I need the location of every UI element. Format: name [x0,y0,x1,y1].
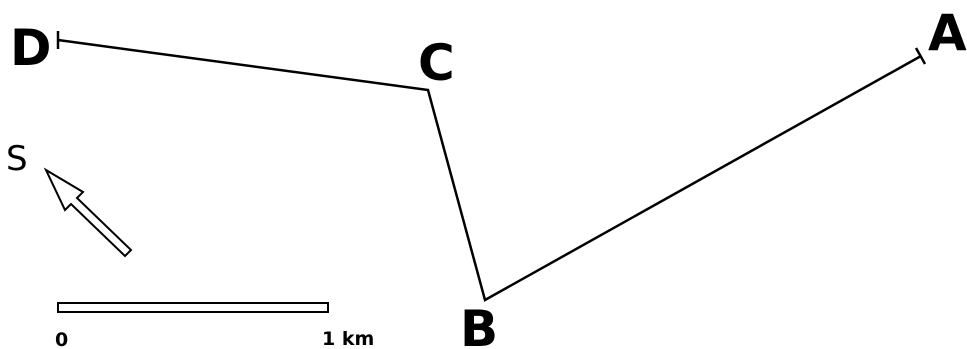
route-path [57,38,922,302]
point-label-a: A [928,4,967,62]
scale-bar [57,302,329,313]
compass-label: S [6,139,28,179]
endpoint-tick-a [914,47,927,65]
point-label-d: D [10,19,52,77]
scale-label-end: 1 km [322,328,374,349]
scale-label-start: 0 [55,329,68,349]
point-label-c: C [418,34,455,92]
point-label-b: B [460,300,498,349]
arrow-icon [43,167,133,258]
